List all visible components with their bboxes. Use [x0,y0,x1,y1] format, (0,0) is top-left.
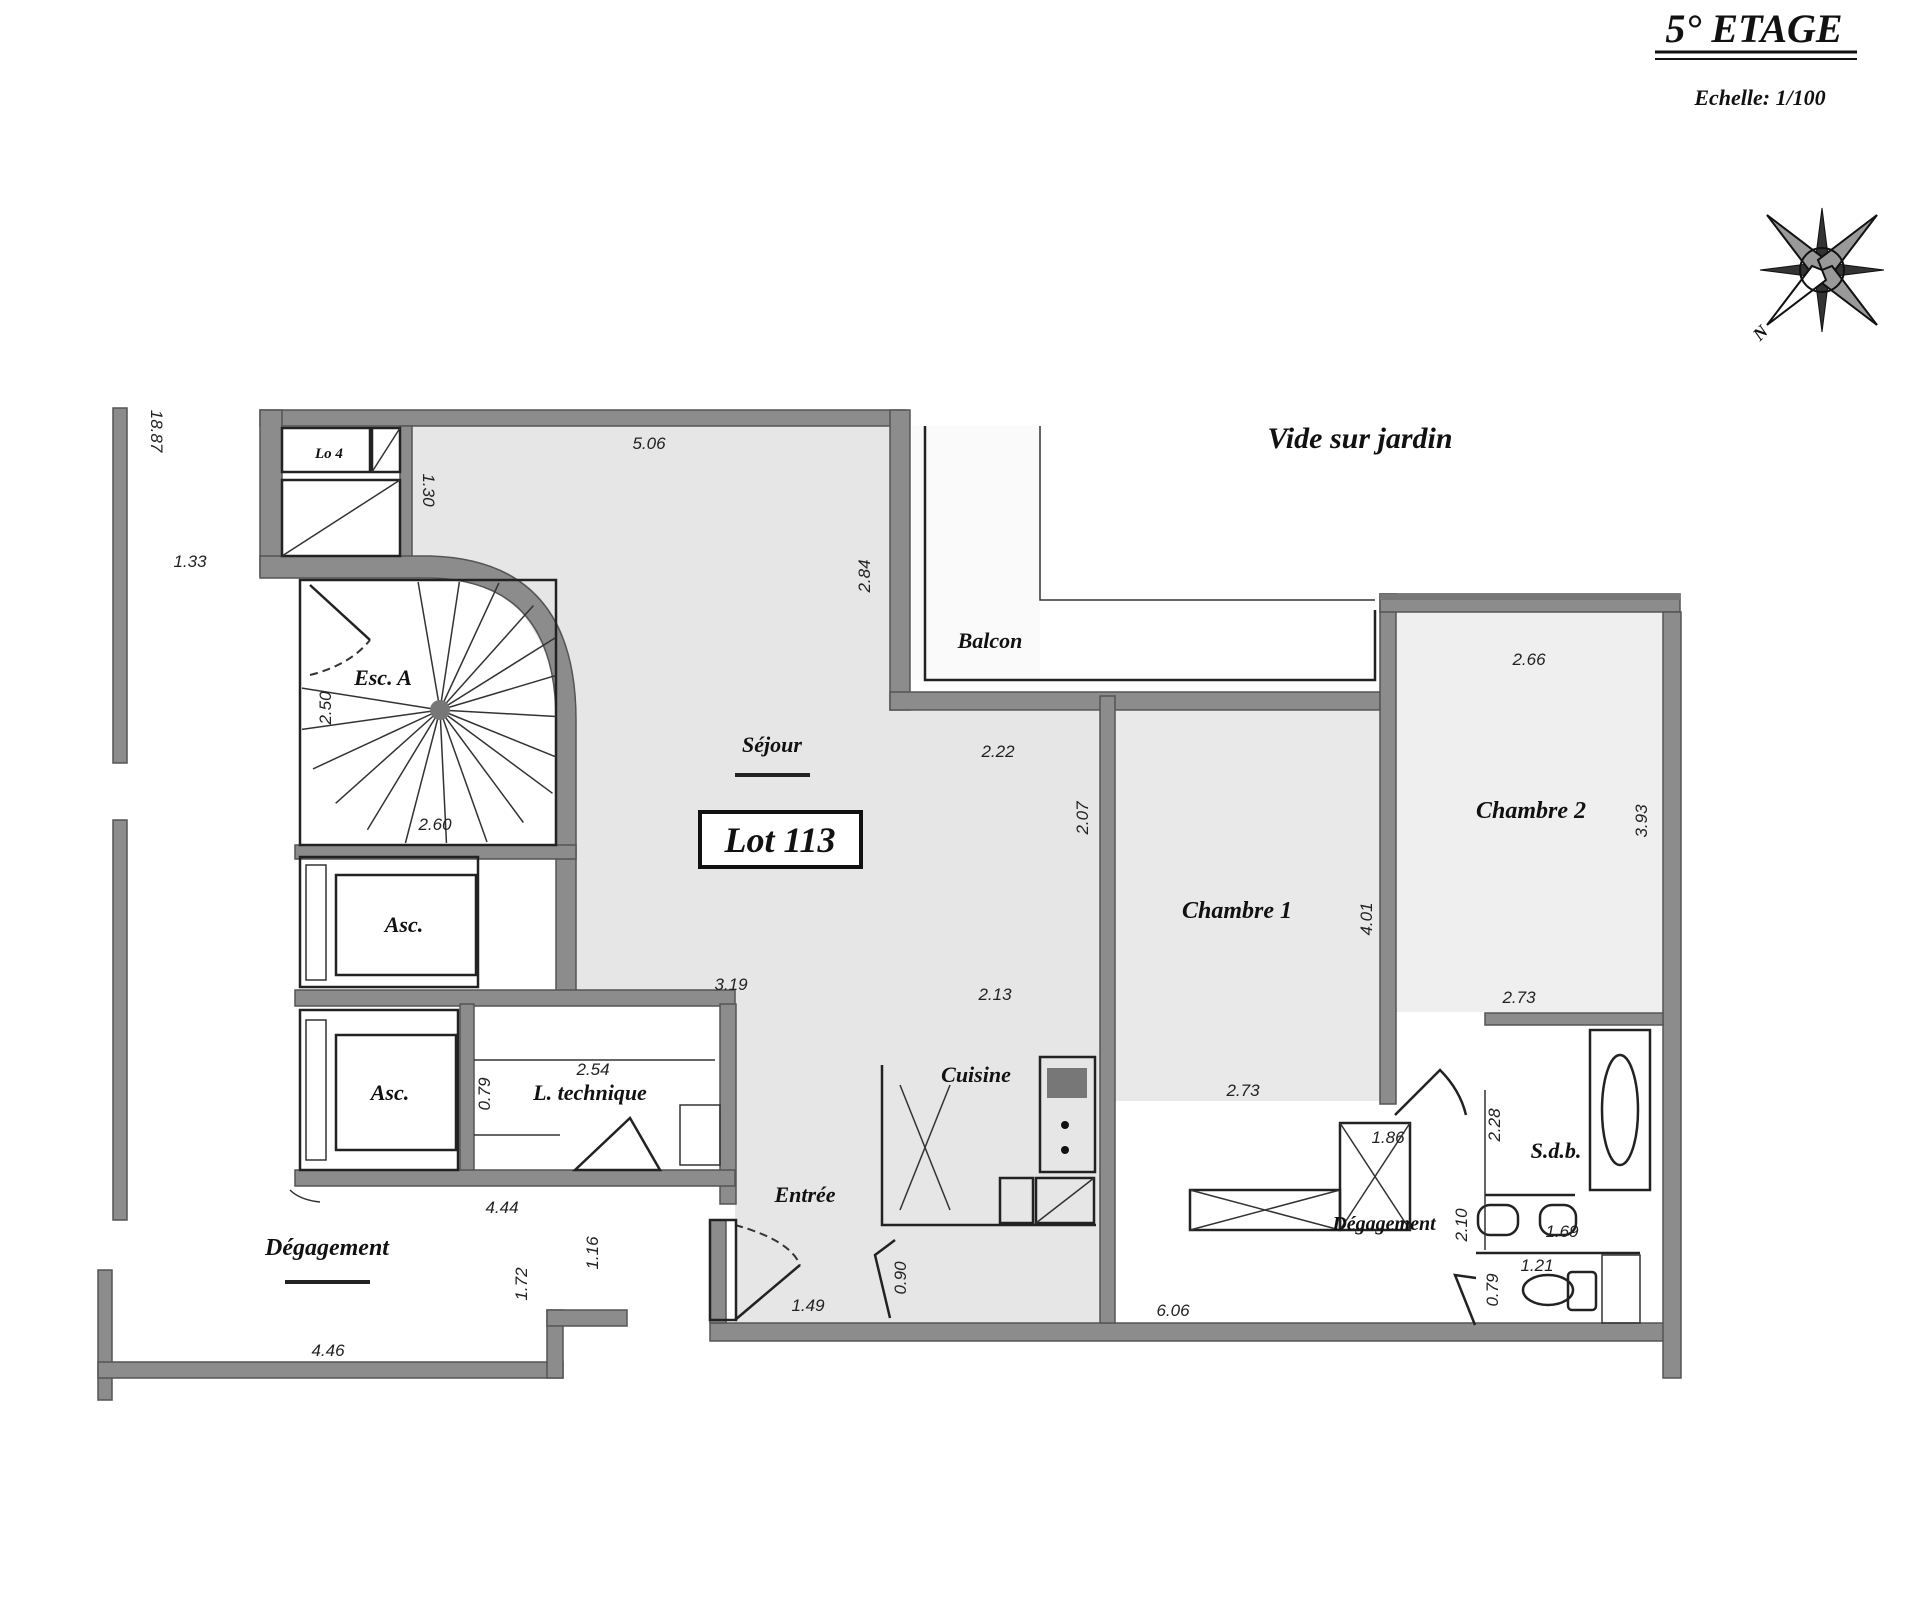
spiral-staircase: Esc. A [298,578,558,847]
bathroom-label: S.d.b. [1531,1138,1582,1163]
dim-2-50: 2.50 [316,691,335,726]
dim-2-60: 2.60 [417,815,452,834]
dim-6-06: 6.06 [1156,1301,1190,1320]
dim-0-90: 0.90 [891,1261,910,1295]
dim-5-06: 5.06 [632,434,666,453]
technical-label: L. technique [532,1080,647,1105]
hallway-2-label: Dégagement [1331,1213,1437,1235]
lot-box [698,810,863,869]
dim-3-19: 3.19 [714,975,748,994]
stair-step [366,709,441,831]
kitchen-door-leaf [873,1239,896,1319]
lot-label: Lot 113 [723,820,835,860]
dim-2-73-b: 2.73 [1225,1081,1260,1100]
dim-4-44: 4.44 [485,1198,518,1217]
stair-step [439,582,500,711]
stair-step [301,709,441,731]
stair-step [404,709,441,844]
dim-2-84: 2.84 [855,559,874,593]
wall-cap [1380,594,1680,600]
dim-1-69: 1.69 [1545,1222,1579,1241]
entrance-door-leaf [734,1264,801,1321]
kitchen: Cuisine [880,1055,1097,1227]
dimension-labels: 18.87 1.33 5.06 1.30 2.84 2.50 2.60 2.22… [147,410,1651,1360]
stair-label: Esc. A [353,665,412,690]
dim-2-22: 2.22 [980,742,1015,761]
bedroom-2-label: Chambre 2 [1476,798,1586,824]
compass-rose-icon: N [1748,207,1885,345]
dim-0-79: 0.79 [475,1077,494,1111]
entrance-frame [708,1218,738,1322]
dim-1-30: 1.30 [419,473,438,507]
dim-2-10: 2.10 [1452,1208,1471,1243]
hallway-label: Dégagement [264,1235,390,1261]
entrance-label: Entrée [773,1182,835,1207]
stair-step [439,709,488,843]
stair-step [439,636,557,711]
dim-0-79-b: 0.79 [1483,1273,1502,1307]
floor-title: 5° ETAGE [1665,6,1842,51]
dim-2-66: 2.66 [1511,650,1546,669]
dim-4-01: 4.01 [1357,902,1376,935]
stair-step [417,581,441,711]
stair-step [439,674,557,711]
dim-2-73: 2.73 [1501,988,1536,1007]
stair-step [439,709,448,844]
elevator-2: Asc. [298,1008,460,1172]
wardrobe [1188,1121,1412,1232]
local-storage: Lo 4 [280,426,402,558]
stair-step [312,709,441,770]
dim-4-46: 4.46 [311,1341,345,1360]
elevator-1-label: Asc. [383,912,424,937]
stair-step [439,709,557,718]
dim-1-72: 1.72 [512,1267,531,1301]
walls [97,407,1682,1401]
garden-void-outline [1039,426,1375,601]
dim-1-33: 1.33 [173,552,207,571]
elevator-1: Asc. [298,855,480,989]
dim-3-93: 3.93 [1632,804,1651,838]
dim-1-86: 1.86 [1371,1128,1405,1147]
dim-2-28: 2.28 [1485,1108,1504,1143]
stair-step [335,709,441,804]
stair-step [439,605,534,711]
bathroom: S.d.b. [1476,1028,1652,1250]
toilet [1453,1251,1641,1326]
kitchen-label: Cuisine [941,1062,1011,1087]
stair-step [439,709,553,794]
dim-18-87: 18.87 [147,410,166,453]
dim-2-13: 2.13 [977,985,1012,1004]
stair-step [439,581,461,711]
dim-1-16: 1.16 [583,1236,602,1270]
technical-room: L. technique [474,1059,721,1172]
local-label: Lo 4 [314,446,343,462]
balcony-label: Balcon [957,628,1023,653]
dim-2-54: 2.54 [575,1060,609,1079]
floor-shading [412,426,1663,1323]
stair-step [439,709,524,823]
dim-2-07: 2.07 [1073,801,1092,836]
stair-step [301,687,441,711]
bathroom-door [1394,1068,1468,1116]
sejour-label: Séjour [742,732,802,757]
scale-label: Echelle: 1/100 [1693,85,1825,110]
bedroom-1-label: Chambre 1 [1182,898,1292,924]
elevator-2-label: Asc. [369,1080,410,1105]
dim-1-49: 1.49 [791,1296,825,1315]
stair-step [439,709,557,758]
balcony-railing [923,426,1377,682]
door-arc [289,1189,321,1203]
garden-label: Vide sur jardin [1267,422,1452,455]
dim-1-21: 1.21 [1520,1256,1553,1275]
